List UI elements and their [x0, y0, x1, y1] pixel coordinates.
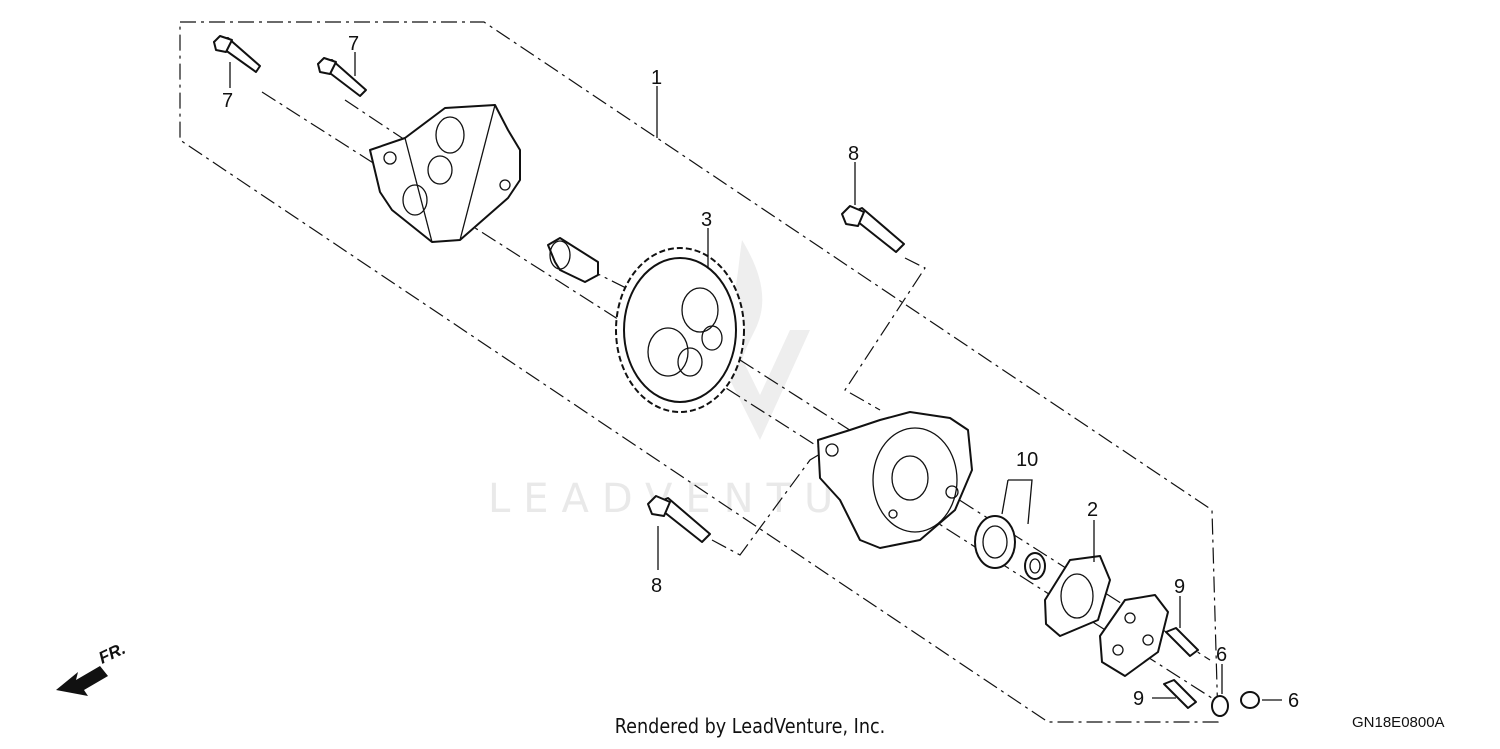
- callout-9-lower: 9: [1133, 688, 1144, 710]
- callout-1: 1: [651, 67, 662, 89]
- front-direction-label: FR.: [96, 639, 129, 668]
- leader-lines: [229, 52, 1282, 701]
- callout-9-upper: 9: [1174, 576, 1185, 598]
- callout-2: 2: [1087, 499, 1098, 521]
- rear-plate: [1099, 594, 1169, 677]
- gasket: [1044, 555, 1111, 637]
- bolt-7b: [317, 57, 367, 97]
- callout-8-lower: 8: [651, 575, 662, 597]
- callout-3: 3: [701, 209, 712, 231]
- o-ring-6b: [1240, 691, 1260, 709]
- callout-8-upper: 8: [848, 143, 859, 165]
- callout-6-upper: 6: [1216, 644, 1227, 666]
- bolt-7a: [213, 35, 261, 73]
- bolt-9-lower: [1163, 679, 1197, 709]
- pump-body: [817, 411, 973, 549]
- bolt-9-upper: [1165, 627, 1199, 657]
- callout-10: 10: [1016, 449, 1038, 471]
- pump-cover: [369, 104, 521, 243]
- driven-gear: [615, 247, 745, 413]
- outer-rotor: [974, 515, 1016, 569]
- pump-shaft: [547, 237, 599, 283]
- callout-6-right: 6: [1288, 690, 1299, 712]
- bolt-8-lower: [647, 495, 711, 543]
- assembly-boundary: [179, 21, 1219, 723]
- diagram-code: GN18E0800A: [1352, 714, 1445, 731]
- callout-7-right: 7: [348, 33, 359, 55]
- bolt-8-upper: [841, 205, 905, 253]
- callout-7-left: 7: [222, 90, 233, 112]
- inner-rotor: [1024, 552, 1046, 580]
- front-direction-arrow-icon: FR.: [56, 639, 129, 696]
- footer-credit: Rendered by LeadVenture, Inc.: [614, 714, 886, 738]
- o-ring-6a: [1211, 695, 1229, 717]
